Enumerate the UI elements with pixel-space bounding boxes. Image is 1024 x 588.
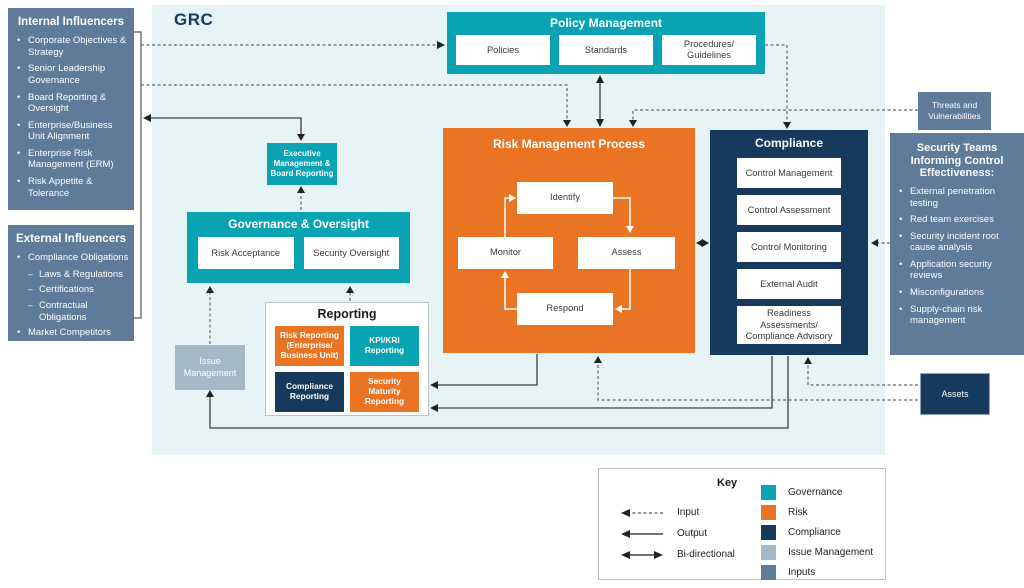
compliance-title: Compliance [754, 136, 823, 150]
key-governance-row: Governance [761, 485, 873, 500]
list-item: Corporate Objectives & Strategy [17, 35, 130, 58]
policy-management-title: Policy Management [549, 16, 663, 30]
output-arrow-icon [621, 529, 663, 538]
issue-management-swatch-label: Issue Management [788, 547, 874, 558]
external-influencers-title: External Influencers [16, 233, 126, 245]
procedures-guidelines-box: Procedures/ Guidelines [662, 35, 756, 66]
key-bidirectional-label: Bi-directional [677, 549, 735, 560]
compliance-reporting-cell: Compliance Reporting [275, 372, 344, 412]
monitor-step-box: Monitor [458, 237, 553, 269]
internal-influencers-list: Corporate Objectives & Strategy Senior L… [8, 35, 134, 199]
security-teams-panel: Security Teams Informing Control Effecti… [890, 133, 1024, 355]
reporting-title: Reporting [317, 307, 377, 321]
governance-swatch-label: Governance [788, 487, 843, 498]
executive-management-board-reporting-box: Executive Management & Board Reporting [267, 143, 337, 185]
key-inputs-row: Inputs [761, 565, 873, 580]
risk-management-process-container: Risk Management Process Identify Monitor… [443, 128, 695, 353]
list-item: Senior Leadership Governance [17, 63, 130, 86]
list-item: Misconfigurations [899, 287, 1020, 299]
security-oversight-box: Security Oversight [303, 237, 399, 270]
control-management-box: Control Management [737, 158, 841, 189]
issue-management-box: Issue Management [175, 345, 245, 390]
policy-management-container: Policy Management Policies Standards Pro… [447, 12, 765, 74]
readiness-assessments-box: Readiness Assessments/ Compliance Adviso… [737, 306, 841, 345]
key-issue-management-row: Issue Management [761, 545, 873, 560]
key-input-label: Input [677, 507, 700, 518]
key-swatch-list: Governance Risk Compliance Issue Managem… [761, 485, 873, 580]
external-audit-box: External Audit [737, 269, 841, 300]
list-item: Application security reviews [899, 259, 1020, 282]
inputs-swatch-label: Inputs [788, 567, 816, 578]
assets-box: Assets [920, 373, 990, 415]
list-item: Certifications [28, 284, 130, 296]
identify-step-box: Identify [517, 182, 613, 214]
kpi-kri-reporting-cell: KPI/KRI Reporting [350, 326, 419, 366]
list-item: Market Competitors [17, 327, 130, 339]
standards-box: Standards [559, 35, 653, 66]
influencers-bracket [133, 31, 142, 319]
compliance-swatch-label: Compliance [788, 527, 841, 538]
key-risk-row: Risk [761, 505, 873, 520]
governance-oversight-container: Governance & Oversight Risk Acceptance S… [187, 212, 410, 283]
internal-influencers-title: Internal Influencers [17, 16, 125, 28]
key-output-label: Output [677, 528, 708, 539]
external-influencers-list: Compliance Obligations Laws & Regulation… [8, 252, 134, 338]
bidirectional-arrow-icon [621, 550, 663, 559]
list-item: Red team exercises [899, 214, 1020, 226]
list-item: Enterprise/Business Unit Alignment [17, 120, 130, 143]
internal-influencers-panel: Internal Influencers Corporate Objective… [8, 8, 134, 210]
assess-step-box: Assess [578, 237, 675, 269]
risk-management-process-title: Risk Management Process [492, 137, 646, 151]
list-item: Security incident root cause analysis [899, 231, 1020, 254]
security-maturity-reporting-cell: Security Maturity Reporting [350, 372, 419, 412]
reporting-container: Reporting Risk Reporting (Enterprise/ Bu… [265, 302, 429, 416]
security-teams-title: Security Teams Informing Control Effecti… [910, 142, 1004, 180]
governance-boxes-row: Risk Acceptance Security Oversight [198, 237, 399, 270]
key-output-row: Output [619, 528, 735, 539]
list-item: Enterprise Risk Management (ERM) [17, 148, 130, 171]
external-influencers-panel: External Influencers Compliance Obligati… [8, 225, 134, 341]
list-item: Laws & Regulations [28, 269, 130, 281]
risk-acceptance-box: Risk Acceptance [198, 237, 294, 270]
compliance-container: Compliance Control Management Control As… [710, 130, 868, 355]
key-legend: Key Input Output [598, 468, 886, 580]
input-arrow-icon [621, 508, 663, 517]
risk-reporting-cell: Risk Reporting (Enterprise/ Business Uni… [275, 326, 344, 366]
key-arrow-list: Input Output Bi-directional [619, 507, 735, 560]
governance-oversight-title: Governance & Oversight [228, 217, 369, 231]
risk-color-swatch [761, 505, 776, 520]
key-compliance-row: Compliance [761, 525, 873, 540]
issue-management-color-swatch [761, 545, 776, 560]
security-teams-list: External penetration testing Red team ex… [890, 186, 1024, 327]
list-item: Contractual Obligations [28, 300, 130, 323]
threats-vulnerabilities-box: Threats and Vulnerabilities [918, 92, 991, 130]
risk-swatch-label: Risk [788, 507, 808, 518]
control-assessment-box: Control Assessment [737, 195, 841, 226]
policies-box: Policies [456, 35, 550, 66]
inputs-color-swatch [761, 565, 776, 580]
grc-title: GRC [174, 10, 214, 29]
compliance-color-swatch [761, 525, 776, 540]
control-monitoring-box: Control Monitoring [737, 232, 841, 263]
respond-step-box: Respond [517, 293, 613, 325]
key-bidirectional-row: Bi-directional [619, 549, 735, 560]
list-item: External penetration testing [899, 186, 1020, 209]
list-item: Supply-chain risk management [899, 304, 1020, 327]
policy-boxes-row: Policies Standards Procedures/ Guideline… [456, 35, 756, 66]
list-item: Risk Appetite & Tolerance [17, 176, 130, 199]
governance-color-swatch [761, 485, 776, 500]
key-title: Key [717, 477, 738, 489]
key-input-row: Input [619, 507, 735, 518]
list-item: Board Reporting & Oversight [17, 92, 130, 115]
list-item: Compliance Obligations [17, 252, 130, 264]
reporting-grid: Risk Reporting (Enterprise/ Business Uni… [275, 326, 419, 412]
